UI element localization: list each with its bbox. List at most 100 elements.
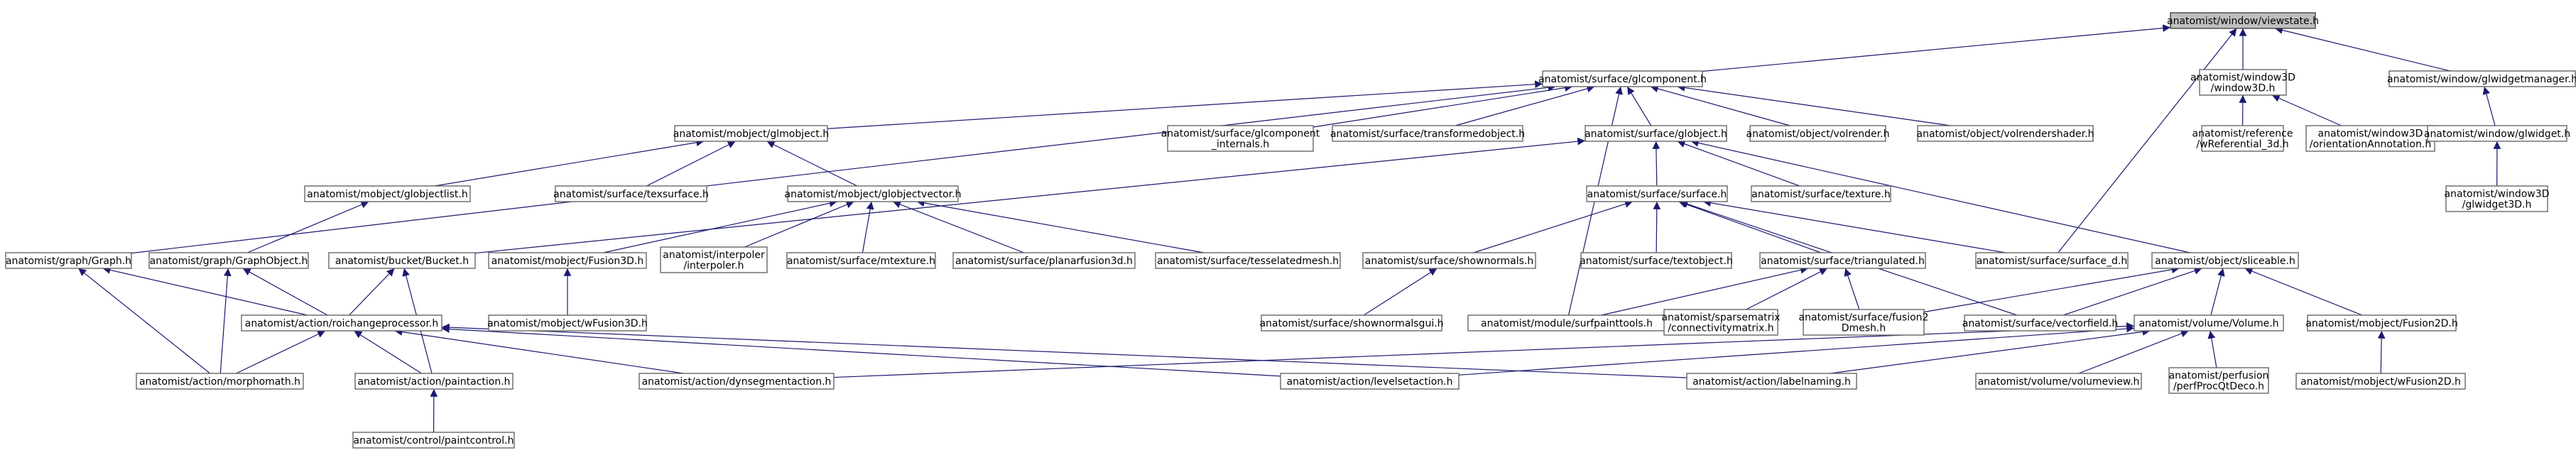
node-graph[interactable]: anatomist/graph/Graph.h <box>5 252 132 269</box>
node-planarfusion3d[interactable]: anatomist/surface/planarfusion3d.h <box>952 252 1136 269</box>
node-volrender[interactable]: anatomist/object/volrender.h <box>1746 125 1890 142</box>
node-glwidgetmanager[interactable]: anatomist/window/glwidgetmanager.h <box>2387 70 2576 87</box>
node-box <box>674 125 828 142</box>
node-label: /interpoler.h <box>683 261 744 272</box>
node-texture[interactable]: anatomist/surface/texture.h <box>1751 185 1891 202</box>
node-volrendershader[interactable]: anatomist/object/volrendershader.h <box>1917 125 2094 142</box>
node-globjectlist[interactable]: anatomist/mobject/globjectlist.h <box>304 185 471 202</box>
node-box <box>1917 125 2094 142</box>
node-label: anatomist/surface/transformedobject.h <box>1330 128 1525 140</box>
node-globjectvector[interactable]: anatomist/mobject/globjectvector.h <box>785 185 962 202</box>
node-connectivitymatrix[interactable]: anatomist/sparsematrix/connectivitymatri… <box>1661 309 1781 336</box>
node-fusion3d[interactable]: anatomist/mobject/Fusion3D.h <box>488 252 647 269</box>
node-glwidget[interactable]: anatomist/window/glwidget.h <box>2424 125 2570 142</box>
node-box <box>1975 252 2129 269</box>
node-orientationannotation[interactable]: anatomist/window3D/orientationAnnotation… <box>2305 125 2435 152</box>
node-labelnaming[interactable]: anatomist/action/labelnaming.h <box>1686 373 1857 390</box>
node-box <box>488 252 647 269</box>
node-perfprocqtdeco[interactable]: anatomist/perfusion/perfProcQtDeco.h <box>2168 367 2269 394</box>
node-box <box>2199 69 2287 96</box>
node-levelsetaction[interactable]: anatomist/action/levelsetaction.h <box>1280 373 1460 390</box>
node-dynsegmentaction[interactable]: anatomist/action/dynsegmentaction.h <box>638 373 835 390</box>
node-wfusion2d[interactable]: anatomist/mobject/wFusion2D.h <box>2295 373 2466 390</box>
node-textobject[interactable]: anatomist/surface/textobject.h <box>1580 252 1733 269</box>
node-box <box>2307 314 2457 332</box>
node-box <box>304 185 471 202</box>
edge-morphomath-to-graph <box>77 268 211 374</box>
node-surfpainttools[interactable]: anatomist/module/surfpainttools.h <box>1467 314 1666 332</box>
node-wreferential[interactable]: anatomist/reference/wReferential_3d.h <box>2192 125 2293 152</box>
node-label: anatomist/window3D <box>2318 128 2423 140</box>
node-label: anatomist/action/roichangeprocessor.h <box>245 318 439 329</box>
node-graphobject[interactable]: anatomist/graph/GraphObject.h <box>148 252 309 269</box>
edge-surface-to-globject <box>1652 141 1661 187</box>
node-vectorfield[interactable]: anatomist/surface/vectorfield.h <box>1962 314 2119 332</box>
node-triangulated[interactable]: anatomist/surface/triangulated.h <box>1759 252 1926 269</box>
edge-labelnaming-to-volume <box>1830 328 2151 374</box>
edge-surface_d-to-viewstate <box>2058 28 2237 253</box>
node-mtexture[interactable]: anatomist/surface/mtexture.h <box>786 252 936 269</box>
node-glmobject[interactable]: anatomist/mobject/glmobject.h <box>673 125 830 142</box>
node-box <box>1975 373 2142 390</box>
edge-texsurface-to-glmobject <box>646 141 736 187</box>
node-morphomath[interactable]: anatomist/action/morphomath.h <box>136 373 304 390</box>
node-box <box>328 252 476 269</box>
node-shownormalsgui[interactable]: anatomist/surface/shownormalsgui.h <box>1259 314 1444 332</box>
edge-texture-to-globject <box>1677 140 1800 187</box>
node-label: anatomist/surface/tesselatedmesh.h <box>1157 256 1339 267</box>
edge-levelsetaction-to-volume <box>1458 324 2135 376</box>
node-label: Dmesh.h <box>1842 323 1886 334</box>
node-viewstate[interactable]: anatomist/window/viewstate.h <box>2167 12 2319 29</box>
node-bucket[interactable]: anatomist/bucket/Bucket.h <box>328 252 476 269</box>
node-glcomponent_internals[interactable]: anatomist/surface/glcomponent_internals.… <box>1161 125 1320 152</box>
node-box <box>1261 314 1442 332</box>
node-shownormals[interactable]: anatomist/surface/shownormals.h <box>1362 252 1536 269</box>
node-surface_d[interactable]: anatomist/surface/surface_d.h <box>1975 252 2129 269</box>
node-box <box>1586 185 1728 202</box>
node-box <box>2388 70 2576 87</box>
node-box <box>787 185 959 202</box>
node-label: anatomist/control/paintcontrol.h <box>354 435 514 447</box>
edge-surfpainttools-to-triangulated <box>1601 266 1809 316</box>
edge-vectorfield-to-sliceable <box>2063 267 2202 316</box>
node-roichangeprocessor[interactable]: anatomist/action/roichangeprocessor.h <box>241 314 442 332</box>
node-paintcontrol[interactable]: anatomist/control/paintcontrol.h <box>352 432 515 449</box>
edge-graph-to-glcomponent <box>131 83 1556 254</box>
edge-morphomath-to-roichangeprocessor <box>236 330 326 374</box>
node-paintaction[interactable]: anatomist/action/paintaction.h <box>354 373 513 390</box>
edge-globjectvector-to-glmobject <box>766 141 858 187</box>
edge-globjectlist-to-glmobject <box>434 138 705 187</box>
node-volume[interactable]: anatomist/volume/Volume.h <box>2134 314 2284 332</box>
node-surface[interactable]: anatomist/surface/surface.h <box>1586 185 1728 202</box>
node-box <box>1964 314 2116 332</box>
node-transformedobject[interactable]: anatomist/surface/transformedobject.h <box>1330 125 1525 142</box>
node-window3d[interactable]: anatomist/window3D/window3D.h <box>2190 69 2295 96</box>
node-label: anatomist/window/glwidgetmanager.h <box>2387 74 2576 85</box>
node-box <box>1759 252 1926 269</box>
node-box <box>1663 309 1778 336</box>
node-glcomponent[interactable]: anatomist/surface/glcomponent.h <box>1538 70 1707 87</box>
node-texsurface[interactable]: anatomist/surface/texsurface.h <box>553 185 709 202</box>
node-volumeview[interactable]: anatomist/volume/volumeview.h <box>1975 373 2142 390</box>
node-box <box>2151 252 2299 269</box>
node-box <box>2168 367 2269 394</box>
node-globject[interactable]: anatomist/surface/globject.h <box>1585 125 1727 142</box>
node-box <box>352 432 515 449</box>
node-fusion2d[interactable]: anatomist/mobject/Fusion2D.h <box>2305 314 2458 332</box>
node-box <box>638 373 835 390</box>
edge-shownormals-to-surface <box>1473 200 1633 253</box>
node-label: anatomist/action/morphomath.h <box>139 376 300 388</box>
node-sliceable[interactable]: anatomist/object/sliceable.h <box>2151 252 2299 269</box>
node-label: /perfProcQtDeco.h <box>2173 381 2264 393</box>
node-tesselatedmesh[interactable]: anatomist/surface/tesselatedmesh.h <box>1155 252 1341 269</box>
node-box <box>1542 70 1703 87</box>
node-wfusion3d[interactable]: anatomist/mobject/wFusion3D.h <box>487 314 648 332</box>
node-glwidget3d[interactable]: anatomist/window3D/glwidget3D.h <box>2445 185 2550 212</box>
node-label: anatomist/reference <box>2192 128 2293 140</box>
node-interpoler[interactable]: anatomist/interpoler/interpoler.h <box>660 246 768 273</box>
node-label: _internals.h <box>1211 139 1269 150</box>
edge-paintaction-to-roichangeprocessor <box>354 330 422 374</box>
edge-dynsegmentaction-to-roichangeprocessor <box>394 328 684 374</box>
